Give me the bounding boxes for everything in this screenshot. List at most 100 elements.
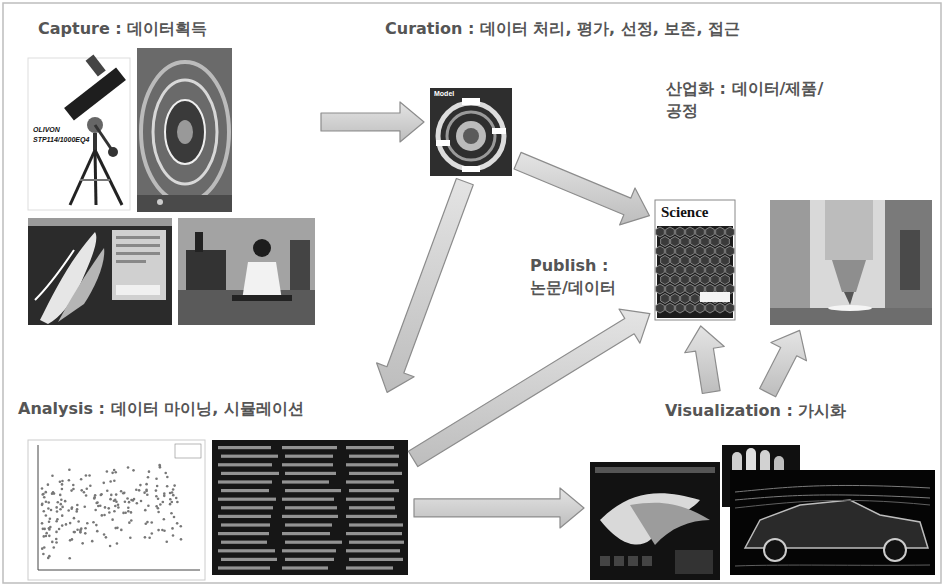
scatter-dots <box>57 501 60 504</box>
lab-photo <box>178 218 315 325</box>
number-rows <box>282 498 334 501</box>
number-rows <box>346 532 402 535</box>
scatter-dots <box>117 506 120 509</box>
software-screenshot <box>28 218 172 325</box>
scatter-dots <box>93 497 96 500</box>
number-rows <box>218 549 275 552</box>
telescope-photo <box>64 67 126 120</box>
honeycomb-pattern <box>681 256 690 266</box>
scatter-dots <box>139 484 142 487</box>
scatter-dots <box>73 531 76 534</box>
honeycomb-pattern <box>696 265 705 275</box>
scatter-plot <box>28 440 205 580</box>
flight-simulation-poster <box>600 556 610 566</box>
honeycomb-pattern <box>726 246 735 256</box>
number-rows <box>346 515 397 518</box>
number-rows <box>282 549 336 552</box>
scatter-dots <box>48 527 51 530</box>
scatter-dots <box>106 489 109 492</box>
scatter-dots <box>79 530 82 533</box>
honeycomb-pattern <box>701 256 710 266</box>
scatter-dots <box>120 529 123 532</box>
scatter-dots <box>148 470 151 473</box>
scatter-dots <box>76 528 79 531</box>
honeycomb-pattern <box>661 237 670 247</box>
scatter-dots <box>59 480 62 483</box>
honeycomb-pattern <box>661 275 670 285</box>
scatter-dots <box>157 497 160 500</box>
scatter-dots <box>59 508 62 511</box>
software-screenshot <box>28 218 172 226</box>
scatter-dots <box>45 500 48 503</box>
flight-simulation-poster <box>642 556 652 566</box>
scatter-dots <box>42 553 45 556</box>
block-arrow <box>414 488 584 528</box>
detector-photo <box>137 48 232 212</box>
number-rows <box>221 558 277 561</box>
scatter-dots <box>100 493 103 496</box>
telescope-photo <box>28 55 130 210</box>
scatter-dots <box>113 479 116 482</box>
number-rows <box>285 489 341 492</box>
scatter-dots <box>163 492 166 495</box>
scatter-dots <box>157 511 160 514</box>
scatter-dots <box>41 502 44 505</box>
scatter-dots <box>51 474 54 477</box>
scatter-dots <box>68 557 71 560</box>
scatter-dots <box>56 518 59 521</box>
scatter-dots <box>169 503 172 506</box>
scatter-plot <box>38 570 200 571</box>
scatter-dots <box>127 466 130 469</box>
scatter-dots <box>173 516 176 519</box>
number-rows <box>349 455 399 458</box>
scatter-dots <box>172 488 175 491</box>
honeycomb-pattern <box>656 246 665 256</box>
number-rows <box>221 523 270 526</box>
scatter-dots <box>48 555 51 558</box>
block-arrow <box>685 326 725 394</box>
scatter-dots <box>122 512 125 515</box>
scatter-dots <box>47 507 50 510</box>
scatter-dots <box>126 497 129 500</box>
telescope-photo <box>95 150 122 205</box>
honeycomb-pattern <box>671 237 680 247</box>
lab-photo <box>178 218 315 325</box>
scatter-dots <box>96 530 99 533</box>
number-rows <box>346 446 394 449</box>
scatter-dots <box>61 514 64 517</box>
number-rows <box>285 455 333 458</box>
scatter-dots <box>170 512 173 515</box>
scatter-dots <box>106 470 109 473</box>
detector-photo <box>157 199 163 205</box>
scatter-dots <box>89 484 92 487</box>
scatter-dots <box>156 485 159 488</box>
scatter-dots <box>80 478 83 481</box>
scatter-dots <box>161 529 164 532</box>
honeycomb-pattern <box>726 265 735 275</box>
scatter-dots <box>114 471 117 474</box>
car-flow-simulation <box>735 495 930 500</box>
scatter-dots <box>155 495 158 498</box>
scatter-dots <box>88 474 91 477</box>
scatter-dots <box>171 527 174 530</box>
scatter-dots <box>42 535 45 538</box>
scatter-dots <box>42 510 45 513</box>
scatter-dots <box>159 503 162 506</box>
scatter-plot <box>28 440 205 580</box>
scatter-dots <box>96 501 99 504</box>
scatter-dots <box>41 522 44 525</box>
car-flow-simulation <box>730 470 935 575</box>
detector-photo <box>137 195 232 212</box>
scatter-dots <box>117 503 120 506</box>
scatter-dots <box>143 491 146 494</box>
honeycomb-pattern <box>686 303 695 313</box>
honeycomb-pattern <box>666 303 675 313</box>
scatter-dots <box>107 507 110 510</box>
honeycomb-pattern <box>671 275 680 285</box>
scatter-dots <box>147 476 150 479</box>
scatter-dots <box>95 502 98 505</box>
scatter-dots <box>42 493 45 496</box>
detector-photo <box>165 100 205 164</box>
stage-node: 산업화 : 데이터/제품/공정 <box>770 200 932 325</box>
